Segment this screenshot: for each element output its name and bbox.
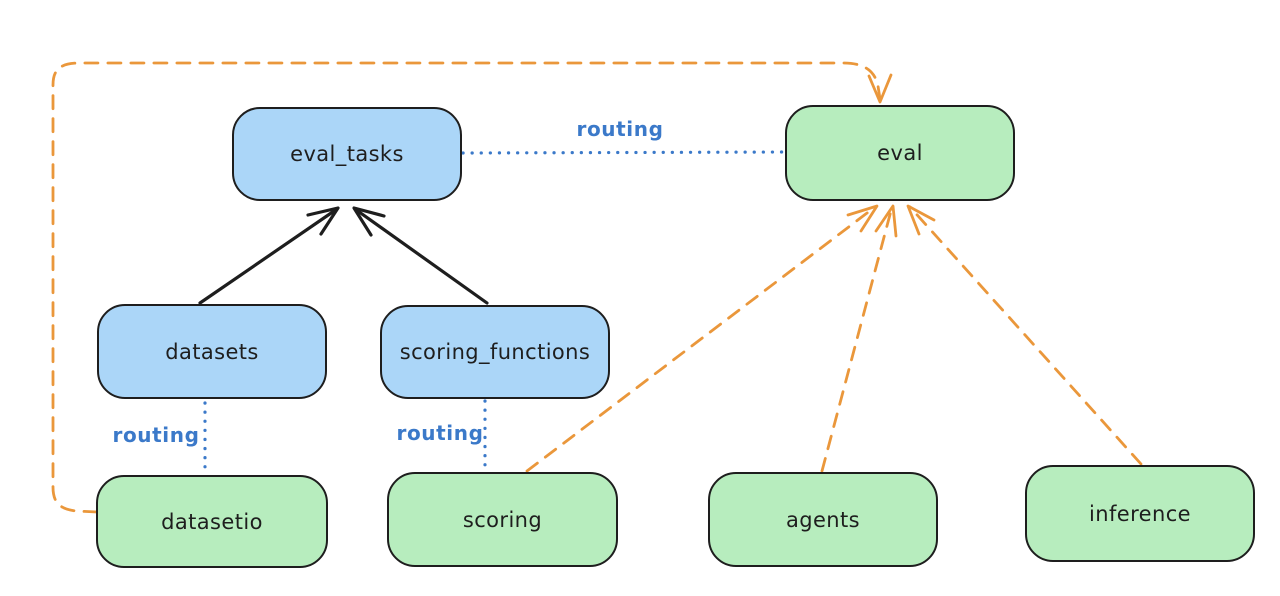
node-scoring-functions-label: scoring_functions: [399, 340, 591, 364]
edge-scoring-functions-to-eval-tasks: [352, 206, 489, 305]
node-scoring-functions: scoring_functions: [380, 305, 610, 399]
node-inference-label: inference: [1089, 501, 1191, 526]
node-datasetio-label: datasetio: [161, 509, 263, 534]
node-eval-tasks: eval_tasks: [232, 107, 462, 201]
edge-eval-tasks-to-eval-routing: [461, 150, 788, 155]
node-datasets-label: datasets: [165, 339, 259, 364]
edge-agents-to-eval: [820, 204, 898, 473]
node-scoring-label: scoring: [462, 507, 543, 532]
routing-label-eval-tasks-eval: routing: [576, 117, 664, 141]
edge-datasets-to-eval-tasks: [198, 206, 340, 305]
node-datasets: datasets: [97, 304, 327, 399]
routing-label-datasets-datasetio: routing: [112, 423, 200, 447]
edge-datasetio-to-eval: [51, 61, 893, 514]
routing-label-scoring-functions-scoring: routing: [396, 421, 484, 445]
node-inference: inference: [1025, 465, 1255, 562]
node-scoring: scoring: [387, 472, 618, 567]
node-eval-label: eval: [877, 141, 923, 165]
node-eval: eval: [785, 105, 1015, 201]
node-agents-label: agents: [785, 507, 860, 532]
node-datasetio: datasetio: [96, 475, 328, 568]
edge-scoring-to-eval: [525, 204, 879, 473]
node-agents: agents: [708, 472, 938, 567]
edge-inference-to-eval: [906, 204, 1143, 466]
node-eval-tasks-label: eval_tasks: [290, 142, 404, 166]
